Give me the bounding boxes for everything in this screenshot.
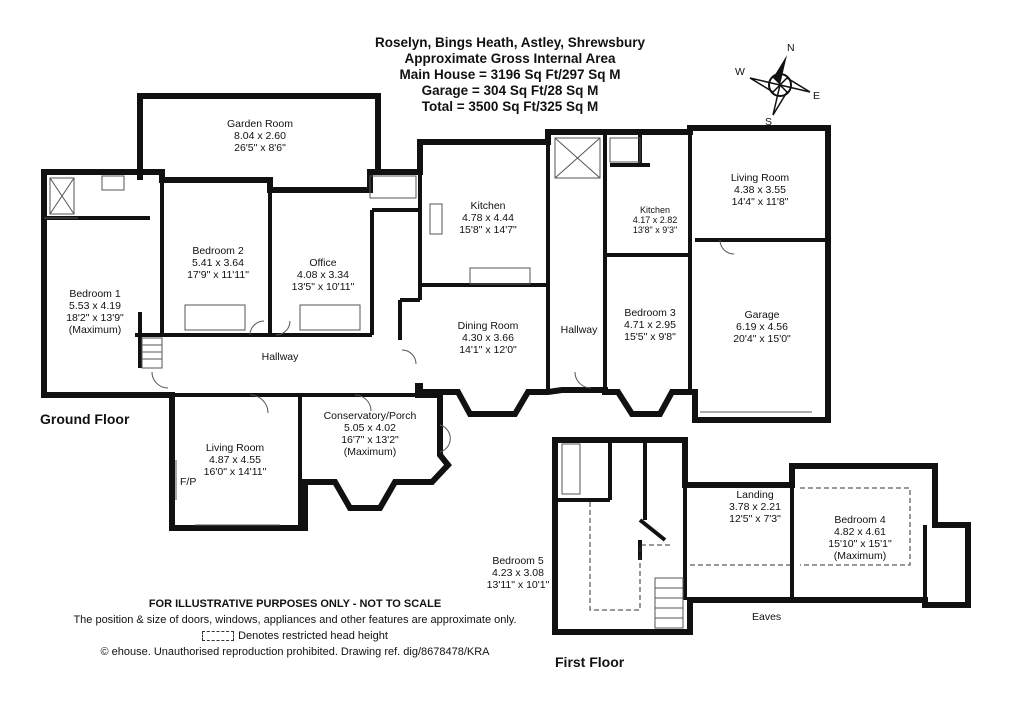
compass-icon bbox=[749, 55, 811, 116]
room-note: (Maximum) bbox=[343, 446, 397, 458]
copyright-line: © ehouse. Unauthorised reproduction proh… bbox=[100, 646, 490, 658]
room-living-room: Living Room 4.87 x 4.55 16'0" x 14'11" bbox=[195, 442, 275, 478]
room-imperial: 15'5" x 9'8" bbox=[624, 331, 676, 343]
room-metric: 4.82 x 4.61 bbox=[834, 526, 886, 538]
room-kitchen-2: Kitchen 4.17 x 2.82 13'8" x 9'3" bbox=[620, 205, 690, 235]
room-imperial: 26'5" x 8'6" bbox=[234, 142, 286, 154]
room-office: Office 4.08 x 3.34 13'5" x 10'11" bbox=[283, 257, 363, 293]
compass-rose: N S E W bbox=[735, 40, 825, 130]
compass-east: E bbox=[813, 90, 821, 102]
compass-north: N bbox=[787, 42, 795, 54]
room-name: Bedroom 3 bbox=[624, 307, 676, 319]
header-main-house-area: Main House = 3196 Sq Ft/297 Sq M bbox=[399, 67, 621, 82]
room-note: (Maximum) bbox=[833, 550, 887, 562]
room-dining-room: Dining Room 4.30 x 3.66 14'1" x 12'0" bbox=[448, 320, 528, 356]
header-garage-area: Garage = 304 Sq Ft/28 Sq M bbox=[421, 83, 599, 98]
room-name: Hallway bbox=[560, 324, 598, 336]
room-garden-room: Garden Room 8.04 x 2.60 26'5" x 8'6" bbox=[200, 118, 320, 154]
floor-label-first: First Floor bbox=[555, 654, 625, 670]
floor-label-ground: Ground Floor bbox=[40, 411, 130, 427]
room-name: Kitchen bbox=[639, 205, 671, 215]
restricted-height-legend-icon bbox=[202, 631, 235, 642]
room-metric: 8.04 x 2.60 bbox=[234, 130, 286, 142]
room-hallway: Hallway bbox=[255, 351, 305, 363]
room-name: Bedroom 4 bbox=[834, 514, 886, 526]
room-name: Bedroom 2 bbox=[192, 245, 244, 257]
room-imperial: 13'8" x 9'3" bbox=[632, 225, 678, 235]
legend-row: Denotes restricted head height bbox=[40, 628, 550, 644]
room-metric: 6.19 x 4.56 bbox=[736, 321, 788, 333]
room-name: Bedroom 5 bbox=[492, 555, 544, 567]
room-imperial: 16'0" x 14'11" bbox=[203, 466, 267, 478]
legend-text: Denotes restricted head height bbox=[238, 630, 388, 642]
room-living-room-annex: Living Room 4.38 x 3.55 14'4" x 11'8" bbox=[720, 172, 800, 208]
disclaimer: FOR ILLUSTRATIVE PURPOSES ONLY - NOT TO … bbox=[40, 596, 550, 660]
room-name: Dining Room bbox=[457, 320, 519, 332]
disclaimer-line: The position & size of doors, windows, a… bbox=[73, 614, 517, 626]
room-name: Living Room bbox=[730, 172, 790, 184]
compass-south: S bbox=[765, 116, 773, 128]
room-kitchen: Kitchen 4.78 x 4.44 15'8" x 14'7" bbox=[448, 200, 528, 236]
room-imperial: 17'9" x 11'11" bbox=[187, 269, 249, 281]
room-name: Hallway bbox=[261, 351, 299, 363]
room-metric: 5.05 x 4.02 bbox=[344, 422, 396, 434]
room-bedroom-2: Bedroom 2 5.41 x 3.64 17'9" x 11'11" bbox=[178, 245, 258, 281]
room-metric: 4.78 x 4.44 bbox=[462, 212, 514, 224]
room-imperial: 14'4" x 11'8" bbox=[731, 196, 789, 208]
compass-west: W bbox=[735, 66, 745, 78]
room-imperial: 20'4" x 15'0" bbox=[733, 333, 791, 345]
room-name: Landing bbox=[736, 489, 774, 501]
fireplace-label: F/P bbox=[180, 476, 197, 488]
room-name: Bedroom 1 bbox=[69, 288, 121, 300]
room-metric: 5.41 x 3.64 bbox=[192, 257, 244, 269]
room-bedroom-1: Bedroom 1 5.53 x 4.19 18'2" x 13'9" (Max… bbox=[55, 288, 135, 336]
room-landing: Landing 3.78 x 2.21 12'5" x 7'3" bbox=[715, 489, 795, 525]
room-name: Garage bbox=[744, 309, 780, 321]
room-imperial: 16'7" x 13'2" bbox=[341, 434, 399, 446]
room-metric: 4.38 x 3.55 bbox=[734, 184, 786, 196]
room-metric: 4.71 x 2.95 bbox=[624, 319, 676, 331]
room-bedroom-4: Bedroom 4 4.82 x 4.61 15'10" x 15'1" (Ma… bbox=[815, 514, 905, 562]
room-imperial: 14'1" x 12'0" bbox=[459, 344, 517, 356]
room-name: Kitchen bbox=[470, 200, 506, 212]
room-imperial: 15'8" x 14'7" bbox=[459, 224, 517, 236]
room-imperial: 13'11" x 10'1" bbox=[486, 579, 550, 591]
header-title: Roselyn, Bings Heath, Astley, Shrewsbury… bbox=[250, 35, 770, 115]
room-imperial: 18'2" x 13'9" bbox=[66, 312, 124, 324]
room-metric: 4.30 x 3.66 bbox=[462, 332, 514, 344]
room-hallway-2: Hallway bbox=[555, 324, 603, 336]
room-name: Garden Room bbox=[227, 118, 293, 130]
room-conservatory: Conservatory/Porch 5.05 x 4.02 16'7" x 1… bbox=[315, 410, 425, 458]
eaves-label: Eaves bbox=[752, 611, 782, 623]
room-name: Living Room bbox=[205, 442, 265, 454]
disclaimer-title: FOR ILLUSTRATIVE PURPOSES ONLY - NOT TO … bbox=[148, 598, 442, 610]
room-metric: 4.17 x 2.82 bbox=[632, 215, 678, 225]
room-imperial: 12'5" x 7'3" bbox=[729, 513, 781, 525]
room-name: Conservatory/Porch bbox=[323, 410, 417, 422]
room-bedroom-3: Bedroom 3 4.71 x 2.95 15'5" x 9'8" bbox=[610, 307, 690, 343]
room-metric: 3.78 x 2.21 bbox=[729, 501, 781, 513]
room-metric: 5.53 x 4.19 bbox=[69, 300, 121, 312]
room-metric: 4.87 x 4.55 bbox=[209, 454, 261, 466]
room-note: (Maximum) bbox=[68, 324, 122, 336]
room-imperial: 13'5" x 10'11" bbox=[291, 281, 355, 293]
header-total-area: Total = 3500 Sq Ft/325 Sq M bbox=[421, 99, 599, 114]
room-bedroom-5: Bedroom 5 4.23 x 3.08 13'11" x 10'1" bbox=[478, 555, 558, 591]
room-imperial: 15'10" x 15'1" bbox=[828, 538, 892, 550]
header-address: Roselyn, Bings Heath, Astley, Shrewsbury bbox=[374, 35, 646, 50]
room-metric: 4.23 x 3.08 bbox=[492, 567, 544, 579]
first-floor-outline bbox=[552, 437, 971, 635]
room-name: Office bbox=[309, 257, 337, 269]
room-garage: Garage 6.19 x 4.56 20'4" x 15'0" bbox=[722, 309, 802, 345]
garden-room-walls bbox=[137, 93, 381, 180]
room-metric: 4.08 x 3.34 bbox=[297, 269, 349, 281]
header-area-label: Approximate Gross Internal Area bbox=[404, 51, 616, 66]
